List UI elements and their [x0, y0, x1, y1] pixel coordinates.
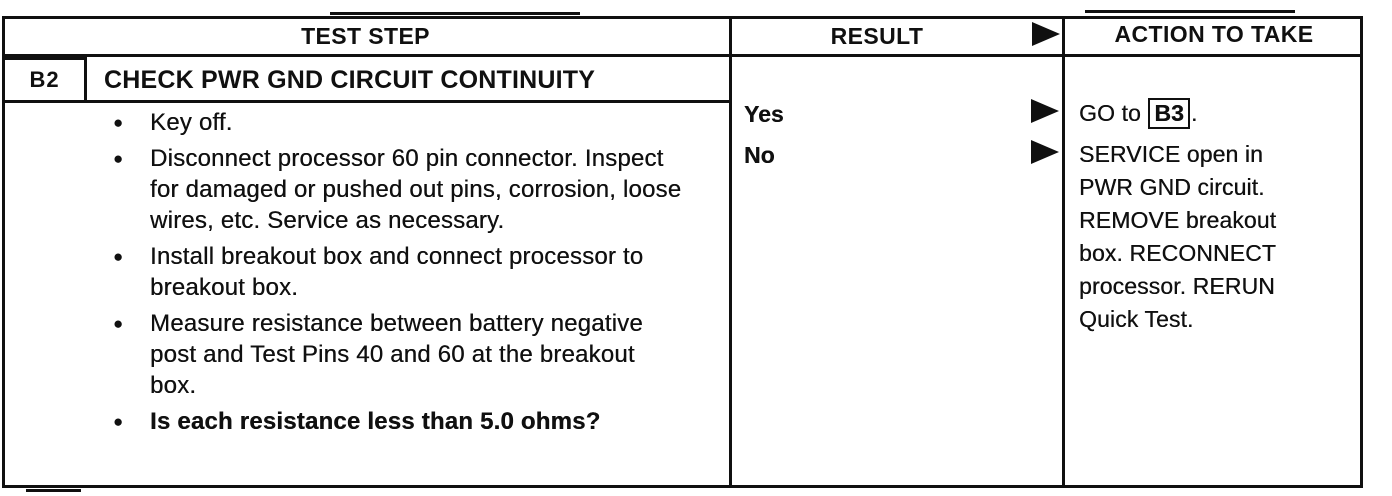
step-ref-badge: B3	[1148, 98, 1190, 129]
action-go-to: GO to B3.	[1079, 97, 1329, 130]
result-arrow-icon	[1031, 99, 1059, 123]
result-yes-label: Yes	[744, 101, 784, 127]
header-row-underline	[2, 54, 1363, 57]
list-item: ● Measure resistance between battery neg…	[104, 308, 704, 401]
test-step-column-header: TEST STEP	[301, 23, 430, 49]
bullet-icon: ●	[113, 314, 124, 333]
scan-artifact	[1085, 10, 1295, 13]
step-title: CHECK PWR GND CIRCUIT CONTINUITY	[104, 66, 596, 94]
column-divider-result	[729, 16, 732, 488]
scan-artifact	[330, 12, 580, 15]
column-divider-action	[1062, 16, 1065, 488]
list-item: ● Disconnect processor 60 pin connector.…	[104, 143, 704, 236]
bullet-icon: ●	[113, 247, 124, 266]
result-arrow-icon	[1031, 140, 1059, 164]
arrow-right-icon	[1032, 22, 1060, 46]
step-id-badge: B2	[2, 57, 87, 103]
bullet-icon: ●	[113, 113, 124, 132]
step-row-underline	[2, 100, 729, 103]
bullet-icon: ●	[113, 149, 124, 168]
instruction-text: Disconnect processor 60 pin connector. I…	[150, 145, 682, 234]
result-column-header: RESULT	[830, 23, 924, 49]
instruction-text: Key off.	[150, 109, 233, 136]
action-column-header: ACTION TO TAKE	[1114, 21, 1314, 47]
bullet-icon: ●	[113, 412, 124, 431]
action-text-suffix: .	[1190, 100, 1198, 126]
instruction-text: Install breakout box and connect process…	[150, 243, 644, 301]
action-service: SERVICE open in PWR GND circuit. REMOVE …	[1079, 141, 1277, 332]
scan-artifact	[26, 489, 81, 492]
list-item-question: ● Is each resistance less than 5.0 ohms?	[104, 406, 704, 437]
list-item: ● Key off.	[104, 107, 704, 138]
action-text-prefix: GO to	[1079, 100, 1148, 126]
result-no-label: No	[744, 142, 775, 168]
instruction-question-text: Is each resistance less than 5.0 ohms?	[150, 408, 601, 435]
test-step-instructions: ● Key off. ● Disconnect processor 60 pin…	[104, 107, 704, 442]
table-outer-border	[2, 16, 1363, 488]
instruction-text: Measure resistance between battery negat…	[150, 310, 643, 399]
list-item: ● Install breakout box and connect proce…	[104, 241, 704, 303]
